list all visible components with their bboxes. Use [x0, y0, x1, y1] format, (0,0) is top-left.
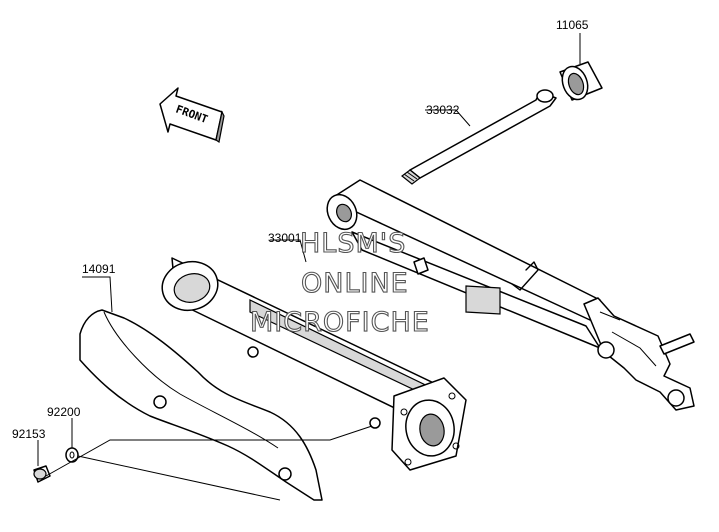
watermark-line-2: ONLINE: [301, 268, 409, 299]
part-label-33001: 33001: [268, 231, 302, 245]
pivot-shaft-33032[interactable]: [401, 89, 557, 185]
cover-14091[interactable]: [79, 309, 323, 501]
part-label-11065: 11065: [556, 18, 589, 32]
watermark-line-1: HLSM'S: [300, 228, 406, 259]
swing-arm-33001[interactable]: [157, 179, 695, 471]
front-arrow-icon: FRONT: [159, 87, 225, 144]
washer-92200[interactable]: [65, 447, 79, 463]
watermark-line-3: MICROFICHE: [250, 307, 430, 338]
watermark: HLSM'S ONLINE MICROFICHE: [249, 227, 430, 338]
part-label-92153: 92153: [12, 427, 46, 441]
bushing-11065[interactable]: [558, 61, 603, 103]
part-label-92200: 92200: [47, 405, 81, 419]
part-label-14091: 14091: [82, 262, 116, 276]
part-label-33032: 33032: [426, 103, 460, 117]
bolt-92153[interactable]: [33, 465, 51, 483]
leader-lines: [37, 33, 581, 501]
